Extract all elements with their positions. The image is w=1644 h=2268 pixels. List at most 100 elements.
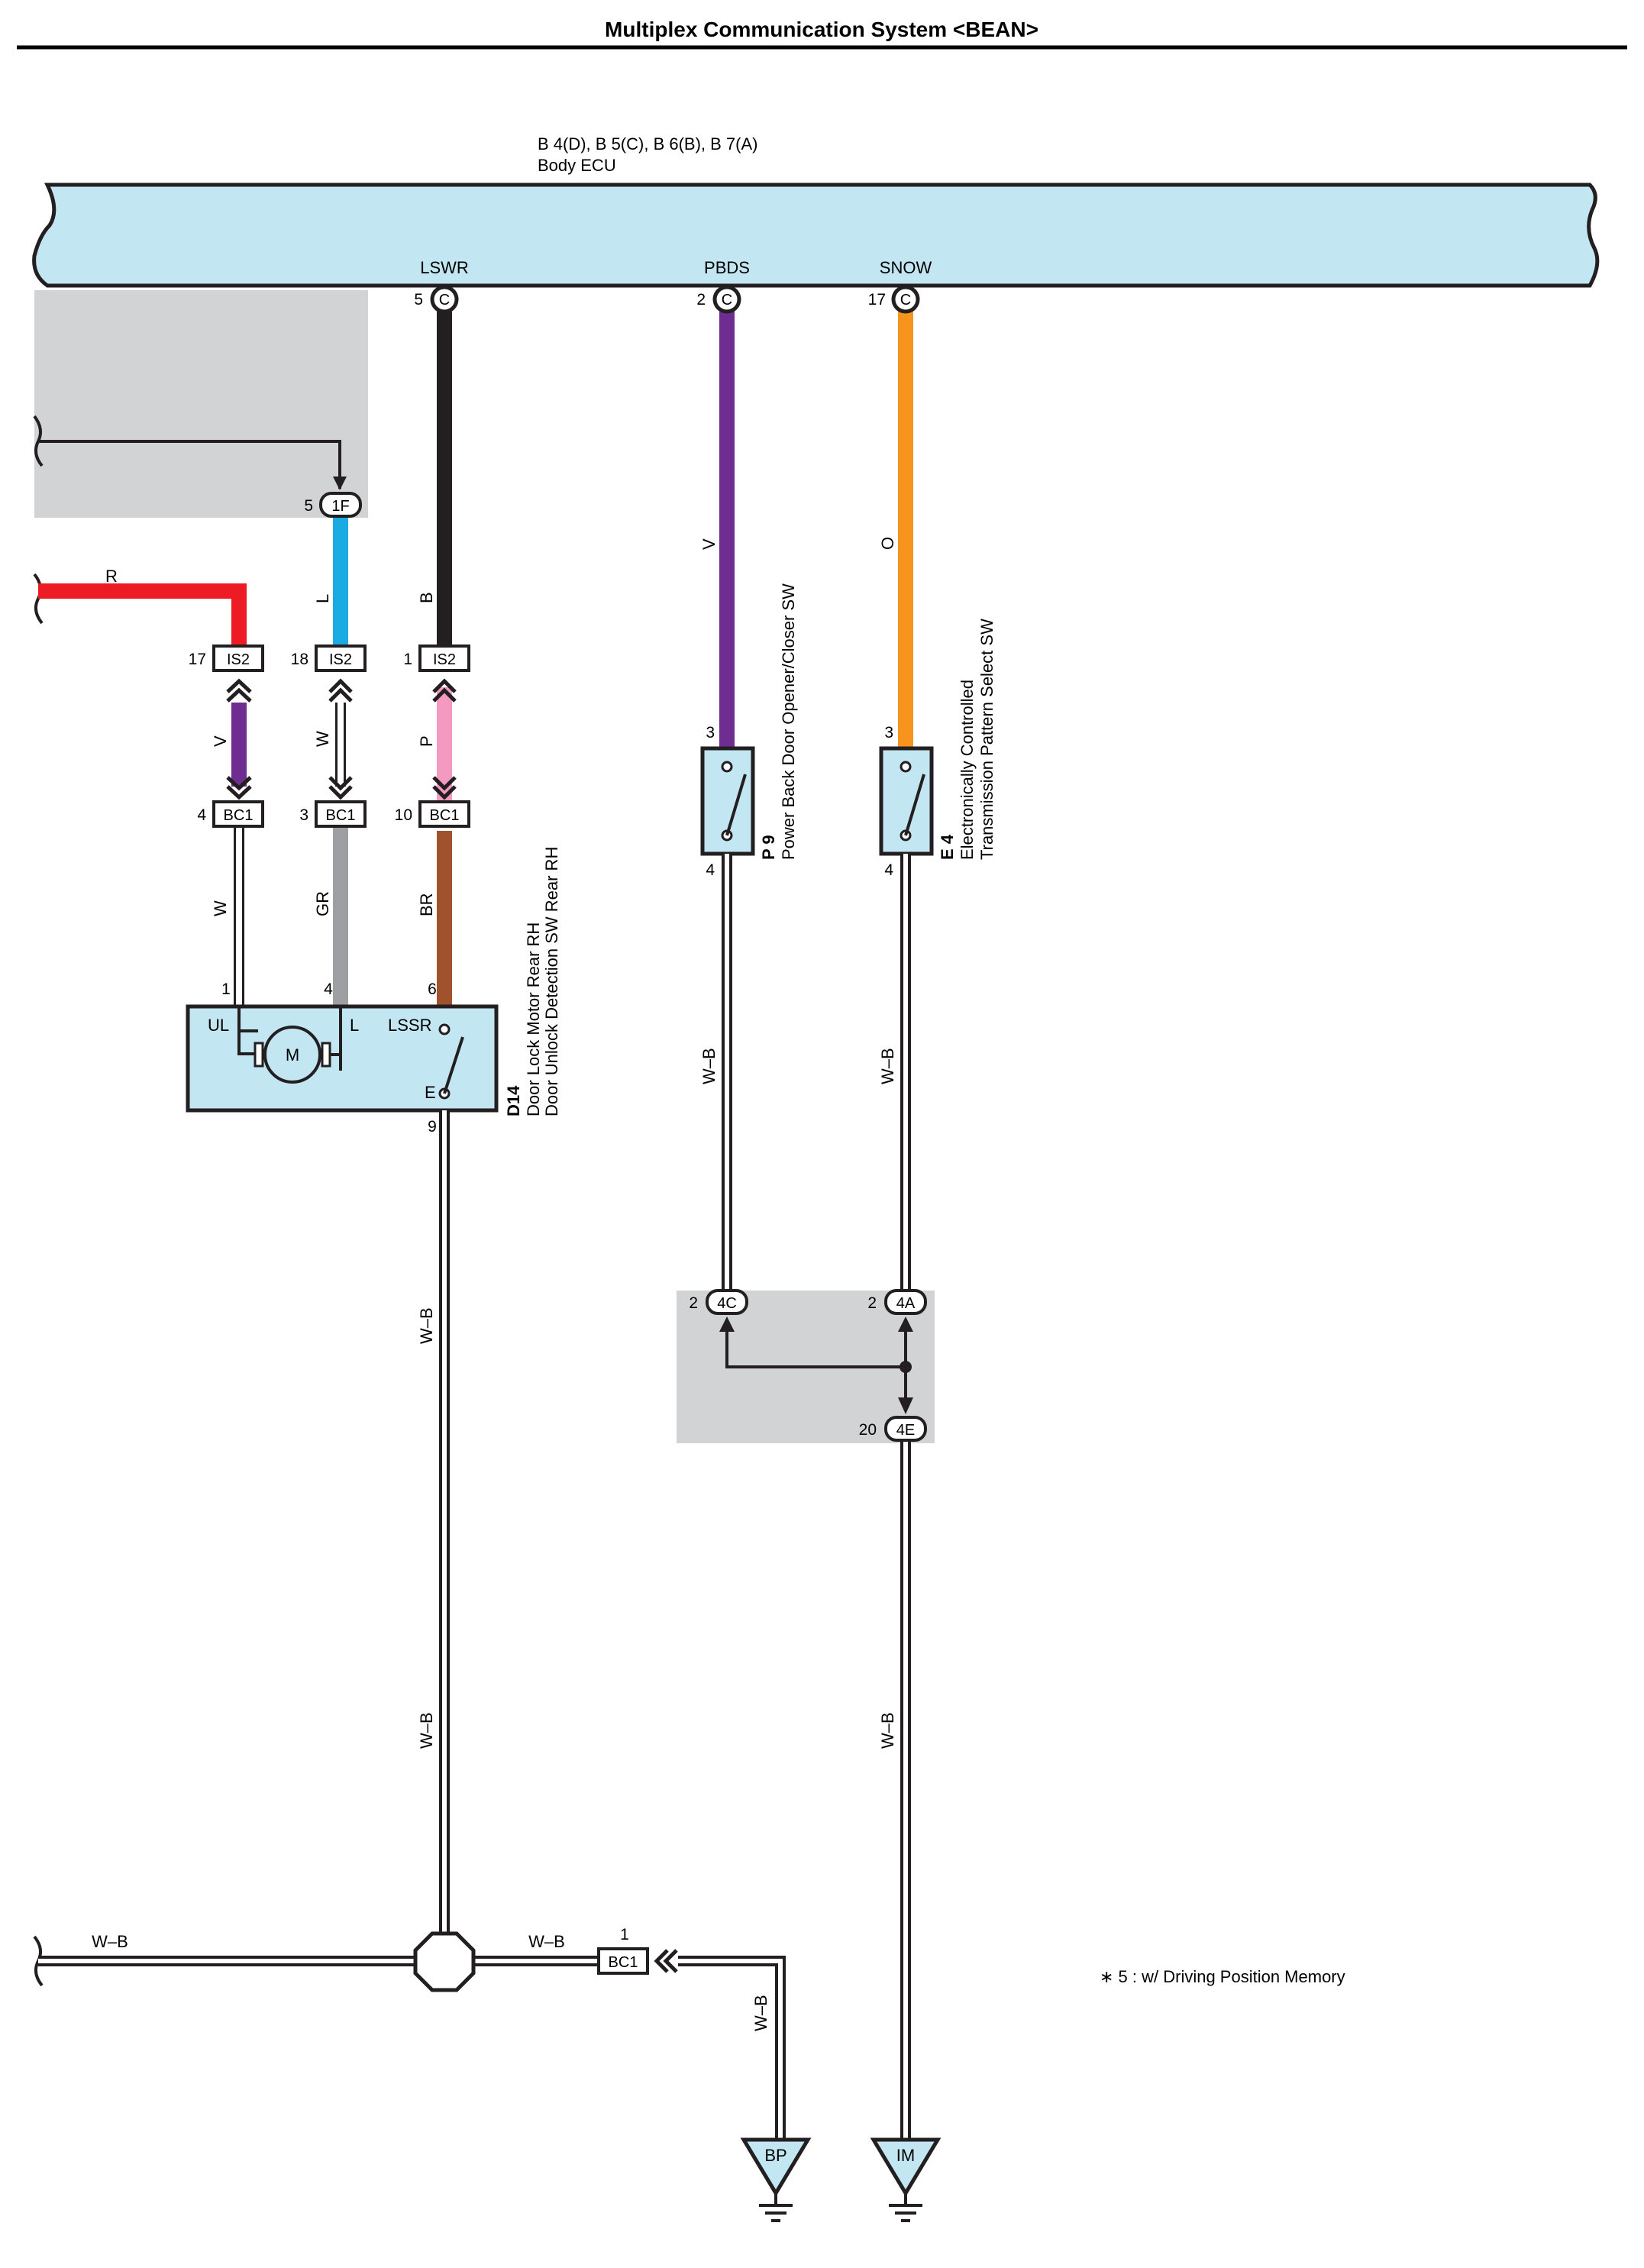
d14-name-line2: Door Unlock Detection SW Rear RH — [542, 847, 561, 1116]
connector-4e-pin: 20 — [859, 1421, 877, 1439]
wire-label-b: B — [417, 592, 436, 603]
wire-label-br: BR — [417, 893, 436, 916]
connector-bc1-10-label: BC1 — [430, 807, 460, 824]
connector-1f: 1F 5 — [304, 492, 362, 518]
wire-label-wb-mid: W–B — [528, 1932, 565, 1951]
arrow-into-1f — [333, 477, 347, 490]
connector-bc1-3-pin: 3 — [299, 806, 308, 824]
connector-bc1-ground-pin: 1 — [620, 1926, 629, 1943]
d14-terminal-e: E — [425, 1083, 436, 1102]
wire-wb-bp — [678, 1959, 783, 2140]
wire-black-1f — [38, 440, 341, 489]
p9-switch-contact — [721, 761, 747, 842]
motor-symbol: M — [237, 1006, 342, 1084]
ecu-terminal-pbds: PBDS — [704, 258, 750, 277]
ecu-name-label: Body ECU — [538, 156, 616, 175]
wire-label-w-lower: W — [211, 900, 230, 916]
connector-is2-17: IS2 17 — [189, 645, 264, 672]
connector-bc1-10-pin: 10 — [395, 806, 412, 824]
connector-is2-1: IS2 1 — [403, 645, 470, 672]
ecu-terminal-snow: SNOW — [880, 258, 932, 277]
motor-label: M — [286, 1045, 299, 1065]
p9-name: Power Back Door Opener/Closer SW — [779, 583, 798, 860]
connector-bc1-3-label: BC1 — [326, 807, 356, 824]
p9-pin-top: 3 — [706, 724, 715, 741]
connector-4c-label: 4C — [717, 1295, 737, 1312]
connector-4a: 4A 2 — [867, 1289, 927, 1315]
connector-1f-pin: 5 — [304, 497, 313, 515]
connector-bc1-10: BC1 10 — [395, 800, 470, 828]
connector-is2-18-pin: 18 — [291, 651, 308, 668]
ecu-pin-lswr-number: 5 — [414, 291, 423, 309]
connector-is2-1-label: IS2 — [433, 651, 456, 668]
chevrons-bc1-ground — [654, 1949, 678, 1973]
ecu-pin-pbds: C 2 — [696, 285, 741, 314]
d14-pin-l: 4 — [324, 981, 333, 998]
d14-code: D14 — [504, 1085, 523, 1116]
wire-label-wb-bp: W–B — [751, 1995, 770, 2031]
connector-1f-label: 1F — [331, 498, 349, 515]
connector-bc1-ground-label: BC1 — [609, 1954, 638, 1971]
connector-bc1-4-pin: 4 — [197, 806, 206, 824]
wire-wb-bp-outline — [678, 1956, 786, 2140]
wire-label-r: R — [105, 567, 118, 586]
junction-internal-wiring — [719, 1317, 913, 1414]
chevrons-bc1 — [226, 776, 457, 800]
connector-is2-18-label: IS2 — [329, 651, 352, 668]
ecu-terminal-lswr: LSWR — [420, 258, 469, 277]
lssr-switch — [438, 1023, 464, 1100]
e4-pin-top: 3 — [884, 724, 893, 741]
footnote: ∗ 5 : w/ Driving Position Memory — [1100, 1967, 1345, 1986]
connector-4c: 4C 2 — [689, 1289, 748, 1315]
wire-label-wb-left: W–B — [92, 1932, 128, 1951]
connector-4a-pin: 2 — [867, 1294, 877, 1312]
chevrons-is2 — [226, 678, 457, 703]
connector-is2-17-label: IS2 — [227, 651, 250, 668]
wire-red-r — [38, 583, 247, 651]
wire-label-v-upper: V — [699, 538, 719, 550]
wire-label-wb-e4-lower: W–B — [878, 1712, 897, 1749]
ground-bp: BP — [740, 2137, 812, 2222]
connector-bc1-4-label: BC1 — [224, 807, 254, 824]
d14-terminal-lssr: LSSR — [388, 1016, 431, 1035]
connector-is2-18: IS2 18 — [291, 645, 367, 672]
wire-label-gr: GR — [313, 891, 332, 916]
d14-name-line1: Door Lock Motor Rear RH — [524, 922, 543, 1116]
d14-terminal-l: L — [350, 1016, 359, 1035]
ecu-pin-pbds-number: 2 — [696, 291, 706, 309]
wire-label-p: P — [417, 735, 436, 747]
connector-is2-17-pin: 17 — [189, 651, 206, 668]
ground-bp-label: BP — [764, 2146, 786, 2165]
wire-label-o: O — [878, 537, 897, 550]
connector-bc1-4: BC1 4 — [197, 800, 264, 828]
junction-octagon — [413, 1931, 476, 1992]
shade-region-top-left — [34, 290, 368, 518]
e4-pin-bottom: 4 — [884, 861, 893, 879]
p9-code: P 9 — [759, 835, 778, 860]
connector-4a-label: 4A — [896, 1295, 916, 1312]
body-ecu-box — [32, 183, 1600, 288]
wire-label-l: L — [313, 594, 332, 603]
d14-pin-e: 9 — [428, 1118, 437, 1136]
connector-bc1-ground: BC1 1 — [597, 1926, 649, 1975]
wire-label-wb-d14-b: W–B — [417, 1712, 436, 1749]
ecu-pin-lswr: C 5 — [414, 285, 459, 314]
connector-bc1-3: BC1 3 — [299, 800, 367, 828]
connector-is2-1-pin: 1 — [403, 651, 412, 668]
d14-pin-ul: 1 — [221, 981, 231, 998]
e4-name-line1: Electronically Controlled — [958, 680, 977, 860]
d14-pin-lssr: 6 — [428, 981, 437, 998]
wire-label-wb-d14-a: W–B — [417, 1307, 436, 1344]
ecu-connectors-label: B 4(D), B 5(C), B 6(B), B 7(A) — [538, 134, 758, 153]
ecu-pin-pbds-conn: C — [722, 292, 732, 309]
d14-terminal-ul: UL — [208, 1016, 229, 1035]
ecu-pin-snow-number: 17 — [868, 291, 886, 309]
wire-label-wb-e4: W–B — [878, 1048, 897, 1084]
e4-switch-contact — [900, 761, 925, 842]
connector-4e: 4E 20 — [859, 1416, 927, 1442]
e4-name-line2: Transmission Pattern Select SW — [977, 619, 996, 860]
wire-label-v-lower: V — [211, 735, 230, 747]
ecu-pin-lswr-conn: C — [439, 292, 450, 309]
e4-code: E 4 — [938, 834, 957, 860]
